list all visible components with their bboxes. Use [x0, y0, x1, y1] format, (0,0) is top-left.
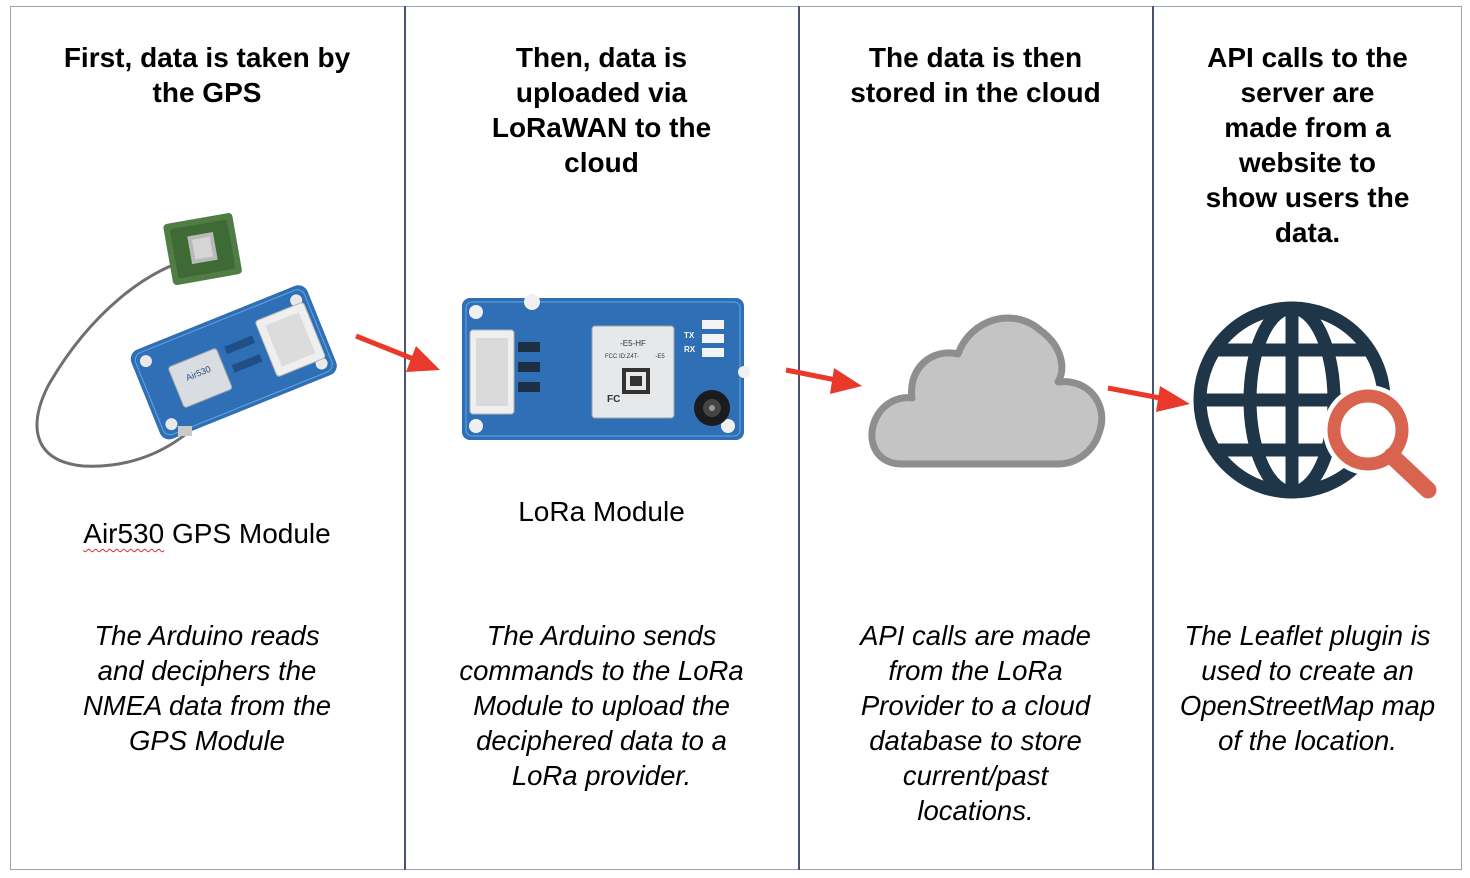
step-website-column: API calls to the server are made from a …	[1153, 6, 1462, 870]
step-lora-description: The Arduino sends commands to the LoRa M…	[459, 620, 744, 791]
step-cloud-heading: The data is then stored in the cloud	[850, 42, 1101, 108]
svg-text:-E5: -E5	[655, 354, 665, 360]
column-divider-2	[798, 6, 800, 870]
diagram-frame	[10, 6, 1462, 870]
step-gps-heading: First, data is taken by the GPS	[63, 42, 351, 108]
step-cloud-column: The data is then stored in the cloud API…	[799, 6, 1152, 870]
step-lora-heading: Then, data is uploaded via LoRaWAN to th…	[491, 42, 712, 178]
step-lora-column: Then, data is uploaded via LoRaWAN to th…	[405, 6, 798, 870]
lora-module-icon: -E5-HF FCC ID:Z4T- -E5 FC TX RX	[462, 294, 750, 440]
lora-module-label: LoRa Module	[518, 496, 685, 527]
gps-module-icon: Air530	[35, 213, 337, 468]
globe-search-icon	[1193, 301, 1437, 499]
spellcheck-flagged-word: Air530	[83, 518, 165, 549]
svg-text:FC: FC	[607, 394, 620, 405]
step-gps-description: The Arduino reads and deciphers the NMEA…	[82, 620, 332, 756]
step-website-description: The Leaflet plugin is used to create an …	[1179, 620, 1436, 756]
arrow-lora-to-cloud	[785, 367, 862, 394]
arrow-cloud-to-website	[1107, 385, 1190, 412]
arrow-gps-to-lora	[355, 333, 440, 372]
cloud-icon	[868, 314, 1106, 468]
step-cloud-description: API calls are made from the LoRa Provide…	[860, 620, 1091, 826]
svg-text:-E5-HF: -E5-HF	[620, 339, 646, 348]
svg-text:TX: TX	[684, 331, 695, 340]
column-divider-3	[1152, 6, 1154, 870]
step-gps-column: First, data is taken by the GPS Air530 G…	[10, 6, 404, 870]
step-website-heading: API calls to the server are made from a …	[1205, 42, 1410, 248]
svg-text:RX: RX	[684, 345, 696, 354]
svg-text:FCC ID:Z4T-: FCC ID:Z4T-	[605, 354, 639, 360]
gps-module-label: Air530 GPS Module	[83, 518, 331, 549]
column-divider-1	[404, 6, 406, 870]
